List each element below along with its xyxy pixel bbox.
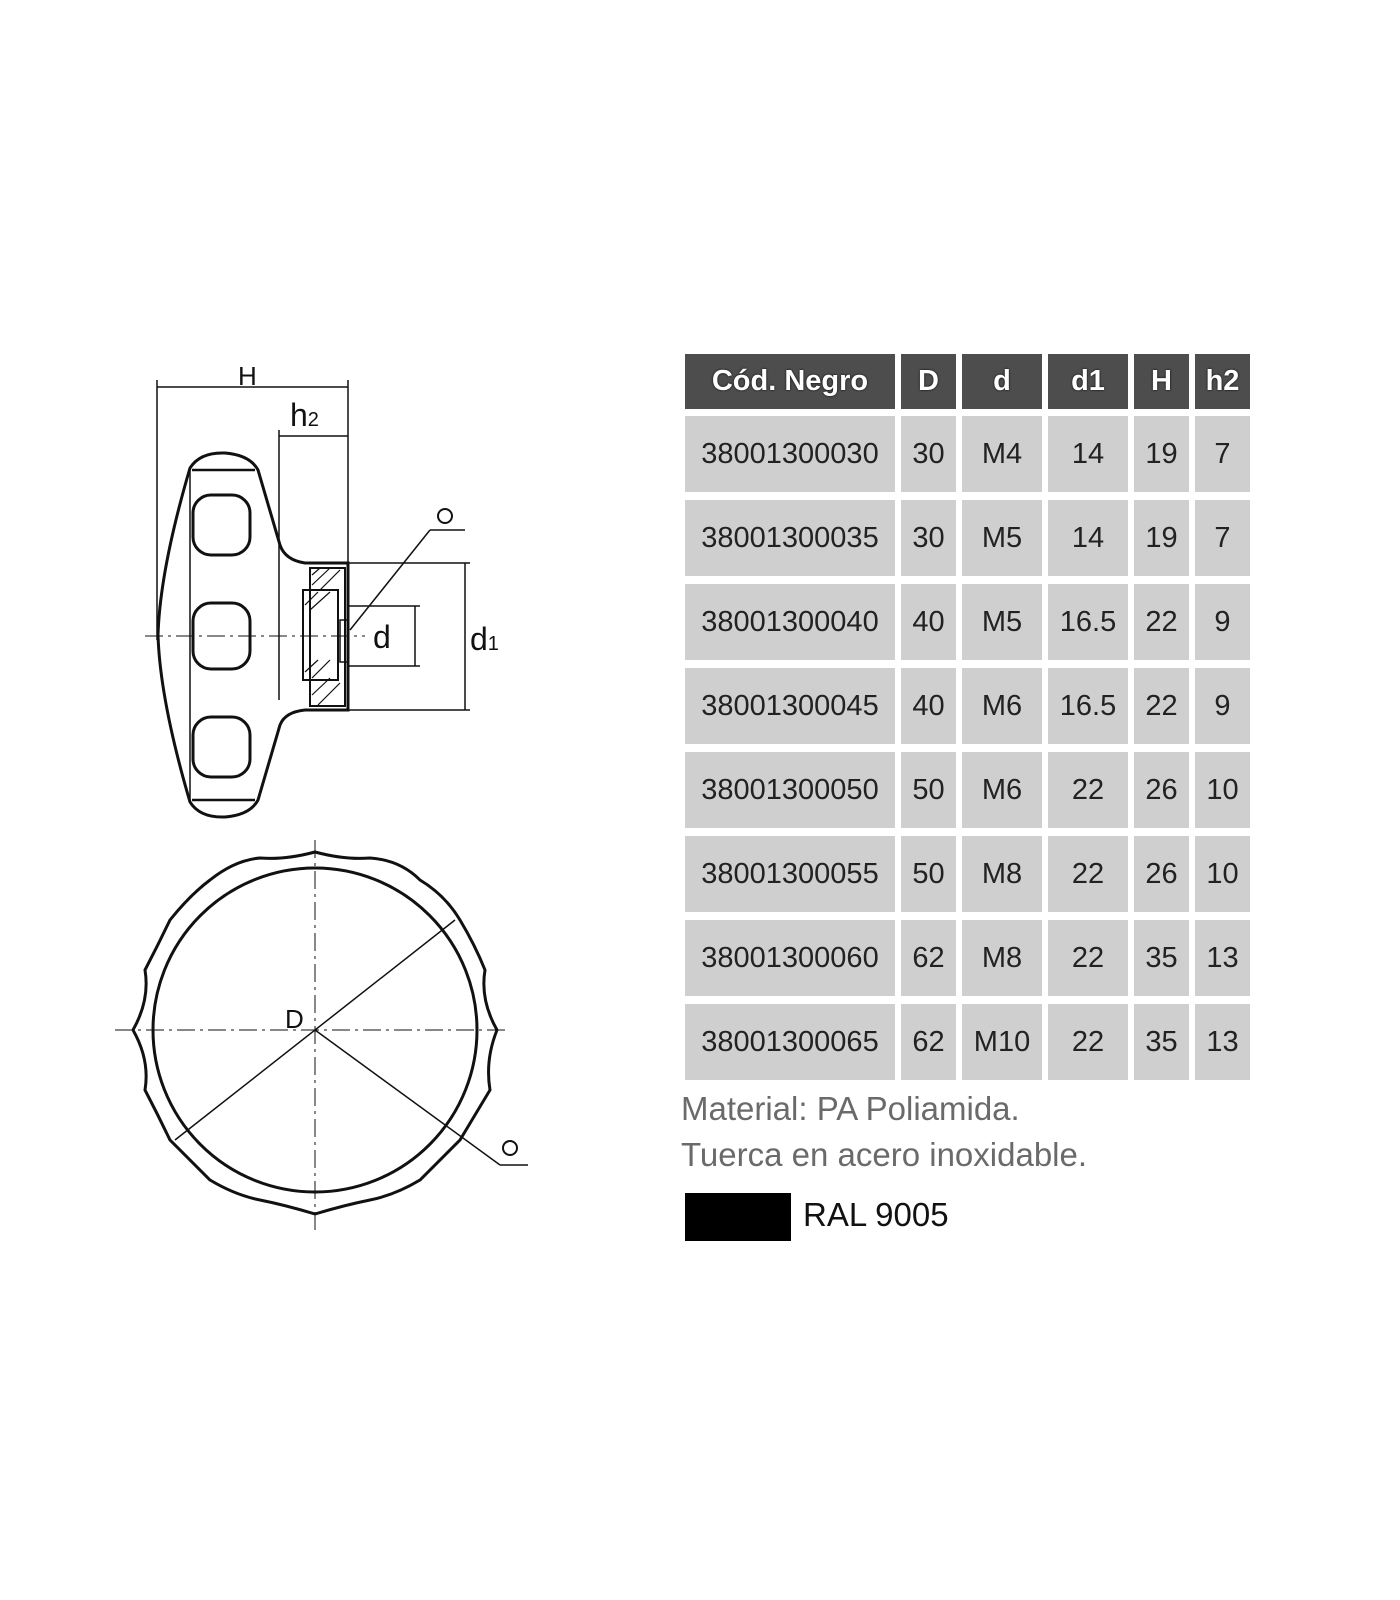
table-cell: 22 xyxy=(1048,836,1128,912)
table-cell: 19 xyxy=(1134,500,1189,576)
table-cell: 7 xyxy=(1195,416,1250,492)
table-cell: 10 xyxy=(1195,836,1250,912)
table-cell: 40 xyxy=(901,584,956,660)
table-cell: 22 xyxy=(1048,1004,1128,1080)
table-cell: 9 xyxy=(1195,584,1250,660)
label-d1: d1 xyxy=(470,621,499,657)
table-cell: 13 xyxy=(1195,1004,1250,1080)
table-cell: 13 xyxy=(1195,920,1250,996)
ral-label: RAL 9005 xyxy=(803,1196,949,1233)
table-cell: 26 xyxy=(1134,752,1189,828)
table-cell: 22 xyxy=(1048,752,1128,828)
header-d1: d1 xyxy=(1048,354,1128,409)
header-H: H xyxy=(1134,354,1189,409)
table-cell: 35 xyxy=(1134,1004,1189,1080)
table-cell: 62 xyxy=(901,920,956,996)
table-cell: M8 xyxy=(962,836,1042,912)
table-cell: 50 xyxy=(901,836,956,912)
header-D: D xyxy=(901,354,956,409)
table-cell: 26 xyxy=(1134,836,1189,912)
table-cell: 30 xyxy=(901,416,956,492)
table-cell: M8 xyxy=(962,920,1042,996)
table-cell: 35 xyxy=(1134,920,1189,996)
table-cell: 62 xyxy=(901,1004,956,1080)
table-cell: 50 xyxy=(901,752,956,828)
table-cell: 38001300040 xyxy=(685,584,895,660)
table-cell: 40 xyxy=(901,668,956,744)
table-cell: 38001300055 xyxy=(685,836,895,912)
table-cell: 22 xyxy=(1048,920,1128,996)
table-cell: 38001300050 xyxy=(685,752,895,828)
table-cell: 14 xyxy=(1048,500,1128,576)
label-D: D xyxy=(285,1004,304,1034)
label-d: d xyxy=(373,619,391,655)
table-cell: 38001300065 xyxy=(685,1004,895,1080)
table-cell: 30 xyxy=(901,500,956,576)
table-cell: 16.5 xyxy=(1048,668,1128,744)
table-cell: M4 xyxy=(962,416,1042,492)
table-cell: M5 xyxy=(962,584,1042,660)
table-cell: M5 xyxy=(962,500,1042,576)
table-cell: 38001300045 xyxy=(685,668,895,744)
table-cell: 19 xyxy=(1134,416,1189,492)
table-cell: M10 xyxy=(962,1004,1042,1080)
table-cell: 9 xyxy=(1195,668,1250,744)
table-cell: 38001300060 xyxy=(685,920,895,996)
table-header: Cód. Negro D d d1 H h2 xyxy=(685,354,1250,409)
header-code: Cód. Negro xyxy=(685,354,895,409)
table-cell: 38001300035 xyxy=(685,500,895,576)
header-d: d xyxy=(962,354,1042,409)
table-cell: M6 xyxy=(962,752,1042,828)
nut-note: Tuerca en acero inoxidable. xyxy=(681,1136,1088,1173)
table-cell: 10 xyxy=(1195,752,1250,828)
material-note: Material: PA Poliamida. xyxy=(681,1090,1020,1127)
header-h2: h2 xyxy=(1195,354,1250,409)
label-H: H xyxy=(238,361,257,391)
table-cell: 22 xyxy=(1134,584,1189,660)
technical-drawing: H h2 d d1 D xyxy=(115,361,528,1235)
label-h2: h2 xyxy=(290,397,319,433)
table-cell: 38001300030 xyxy=(685,416,895,492)
table-cell: 16.5 xyxy=(1048,584,1128,660)
table-cell: M6 xyxy=(962,668,1042,744)
table-cell: 7 xyxy=(1195,500,1250,576)
table-cell: 14 xyxy=(1048,416,1128,492)
color-swatch xyxy=(685,1193,791,1241)
table-cell: 22 xyxy=(1134,668,1189,744)
